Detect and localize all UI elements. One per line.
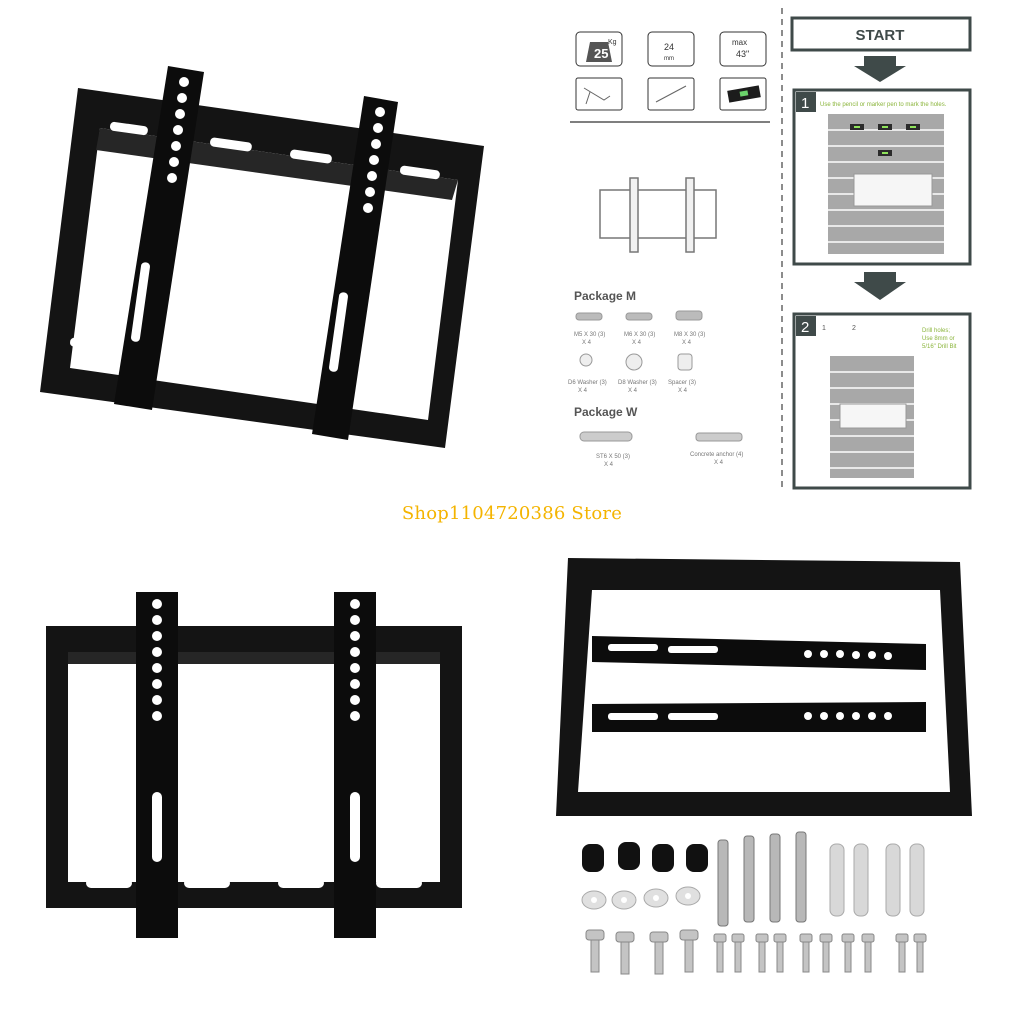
- step-2-sub-2: 2: [852, 325, 856, 332]
- pkg-m-item-3: M8 X 30 (3): [674, 332, 705, 338]
- installation-instructions: 25 Kg 24 mm max 43" Package M M5 X 30 (3…: [560, 0, 1024, 500]
- pkg-w-qty-1: X 4: [604, 462, 614, 468]
- pkg-w-qty-2: X 4: [714, 460, 724, 466]
- arm-right-front: [334, 592, 376, 938]
- step-2-sub-1: 1: [822, 325, 826, 332]
- pkg-m-qty-4: X 4: [578, 388, 588, 394]
- brick-wall-1: [828, 114, 944, 254]
- package-m-icons: [575, 310, 703, 371]
- screwdriver-icon: [655, 85, 687, 103]
- depth-value: 24: [664, 42, 674, 52]
- bracket-photo-angled: [0, 0, 512, 500]
- step-1-number: 1: [801, 95, 809, 112]
- pkg-m-qty-3: X 4: [682, 340, 692, 346]
- spacers: [582, 842, 708, 872]
- step-2-number: 2: [801, 319, 809, 336]
- arm-left-front: [136, 592, 178, 938]
- arm-horizontal-bottom: [592, 702, 926, 732]
- frame-slots: [86, 666, 422, 888]
- level-icon: [727, 85, 761, 103]
- size-value: 43": [736, 49, 749, 59]
- down-arrow-icon: [854, 56, 906, 82]
- pkg-m-qty-2: X 4: [632, 340, 642, 346]
- pkg-m-qty-5: X 4: [628, 388, 638, 394]
- frame-top-view: [556, 558, 972, 816]
- brick-wall-2: [830, 356, 914, 478]
- weight-unit: Kg: [608, 39, 617, 46]
- bracket-diagram: [599, 177, 717, 253]
- step-2-text-1: Drill holes;: [922, 328, 950, 334]
- pkg-m-item-1: M5 X 30 (3): [574, 332, 605, 338]
- package-w-icons: [579, 431, 743, 442]
- washers: [581, 886, 701, 910]
- pkg-m-item-2: M6 X 30 (3): [624, 332, 655, 338]
- pkg-w-item-2: Concrete anchor (4): [690, 452, 743, 458]
- machine-bolts: [585, 929, 927, 975]
- step-1-text: Use the pencil or marker pen to mark the…: [820, 102, 947, 108]
- pkg-m-qty-6: X 4: [678, 388, 688, 394]
- depth-unit: mm: [664, 56, 674, 62]
- down-arrow-icon-2: [854, 272, 906, 300]
- pkg-m-item-4: D6 Washer (3): [568, 380, 607, 386]
- drill-icon: [583, 87, 611, 105]
- pkg-m-item-5: D8 Washer (3): [618, 380, 657, 386]
- weight-icon: [586, 42, 612, 62]
- wall-anchors: [829, 843, 925, 917]
- package-m-title: Package M: [574, 289, 636, 303]
- weight-value: 25: [594, 46, 608, 61]
- pkg-m-qty-1: X 4: [582, 340, 592, 346]
- start-box: [790, 16, 972, 52]
- bracket-parts-and-hardware: [512, 540, 1024, 1024]
- step-2-text-2: Use 8mm or: [922, 336, 955, 342]
- package-w-title: Package W: [574, 405, 638, 419]
- bracket-frame: [40, 88, 484, 448]
- vertical-arm-left: [114, 66, 204, 410]
- step-2-text-3: 5/16" Drill Bit: [922, 344, 957, 350]
- pkg-w-item-1: ST6 X 50 (3): [596, 454, 630, 460]
- arm-horizontal-top: [592, 636, 926, 670]
- vertical-arm-right: [312, 96, 398, 440]
- bracket-photo-front: [0, 540, 512, 1024]
- pkg-m-item-6: Spacer (3): [668, 380, 696, 386]
- spec-icons: [575, 31, 767, 111]
- start-label: START: [856, 27, 905, 44]
- store-watermark: Shop1104720386 Store: [401, 503, 623, 524]
- size-prefix: max: [732, 38, 747, 47]
- lag-screws: [717, 831, 807, 927]
